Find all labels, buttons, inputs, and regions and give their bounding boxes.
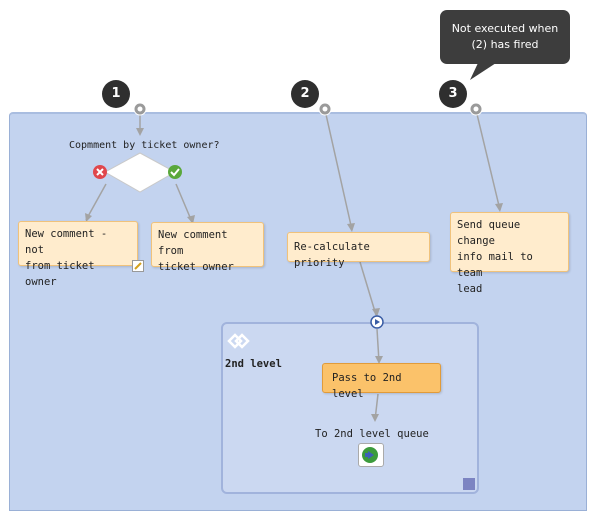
- node-line-3: lead: [457, 283, 483, 295]
- note-icon[interactable]: [132, 260, 144, 272]
- queue-label: To 2nd level queue: [315, 428, 429, 440]
- tooltip: Not executed when (2) has fired: [440, 10, 570, 64]
- queue-node[interactable]: [358, 443, 384, 467]
- node-line-2: from ticket owner: [25, 260, 95, 288]
- node-new-comment-not-owner[interactable]: New comment - not from ticket owner: [18, 221, 144, 288]
- timer-icon[interactable]: [318, 102, 332, 116]
- error-icon[interactable]: [93, 165, 107, 179]
- node-line-2: ticket owner: [158, 261, 234, 273]
- node-new-comment-from-owner[interactable]: New comment from ticket owner: [151, 222, 264, 273]
- subprocess-icon: [227, 333, 250, 349]
- node-line-1: Re-calculate priority: [294, 241, 370, 269]
- marker-1: 1: [102, 80, 130, 108]
- success-icon[interactable]: [168, 165, 182, 179]
- node-pass-to-2nd-level[interactable]: Pass to 2nd level: [322, 363, 441, 400]
- marker-3: 3: [439, 80, 467, 108]
- node-line-2: info mail to team: [457, 251, 533, 279]
- node-line-1: New comment - not: [25, 228, 108, 256]
- decision-label: Copmment by ticket owner?: [69, 140, 220, 151]
- tooltip-line-2: (2) has fired: [471, 38, 539, 51]
- marker-2: 2: [291, 80, 319, 108]
- node-recalculate-priority[interactable]: Re-calculate priority: [287, 232, 430, 269]
- node-line-1: New comment from: [158, 229, 228, 257]
- node-line-1: Pass to 2nd level: [332, 372, 402, 400]
- timer-icon[interactable]: [469, 102, 483, 116]
- node-send-queue-mail[interactable]: Send queue change info mail to team lead: [450, 212, 569, 295]
- tooltip-line-1: Not executed when: [451, 22, 559, 35]
- queue-arrow-icon: [362, 447, 378, 463]
- node-line-1: Send queue change: [457, 219, 521, 247]
- play-icon[interactable]: [370, 315, 384, 329]
- timer-icon[interactable]: [133, 102, 147, 116]
- subprocess-2nd-level[interactable]: 2nd level To 2nd level queue: [221, 322, 479, 494]
- subprocess-title: 2nd level: [225, 358, 282, 370]
- resize-handle-icon[interactable]: [463, 478, 475, 490]
